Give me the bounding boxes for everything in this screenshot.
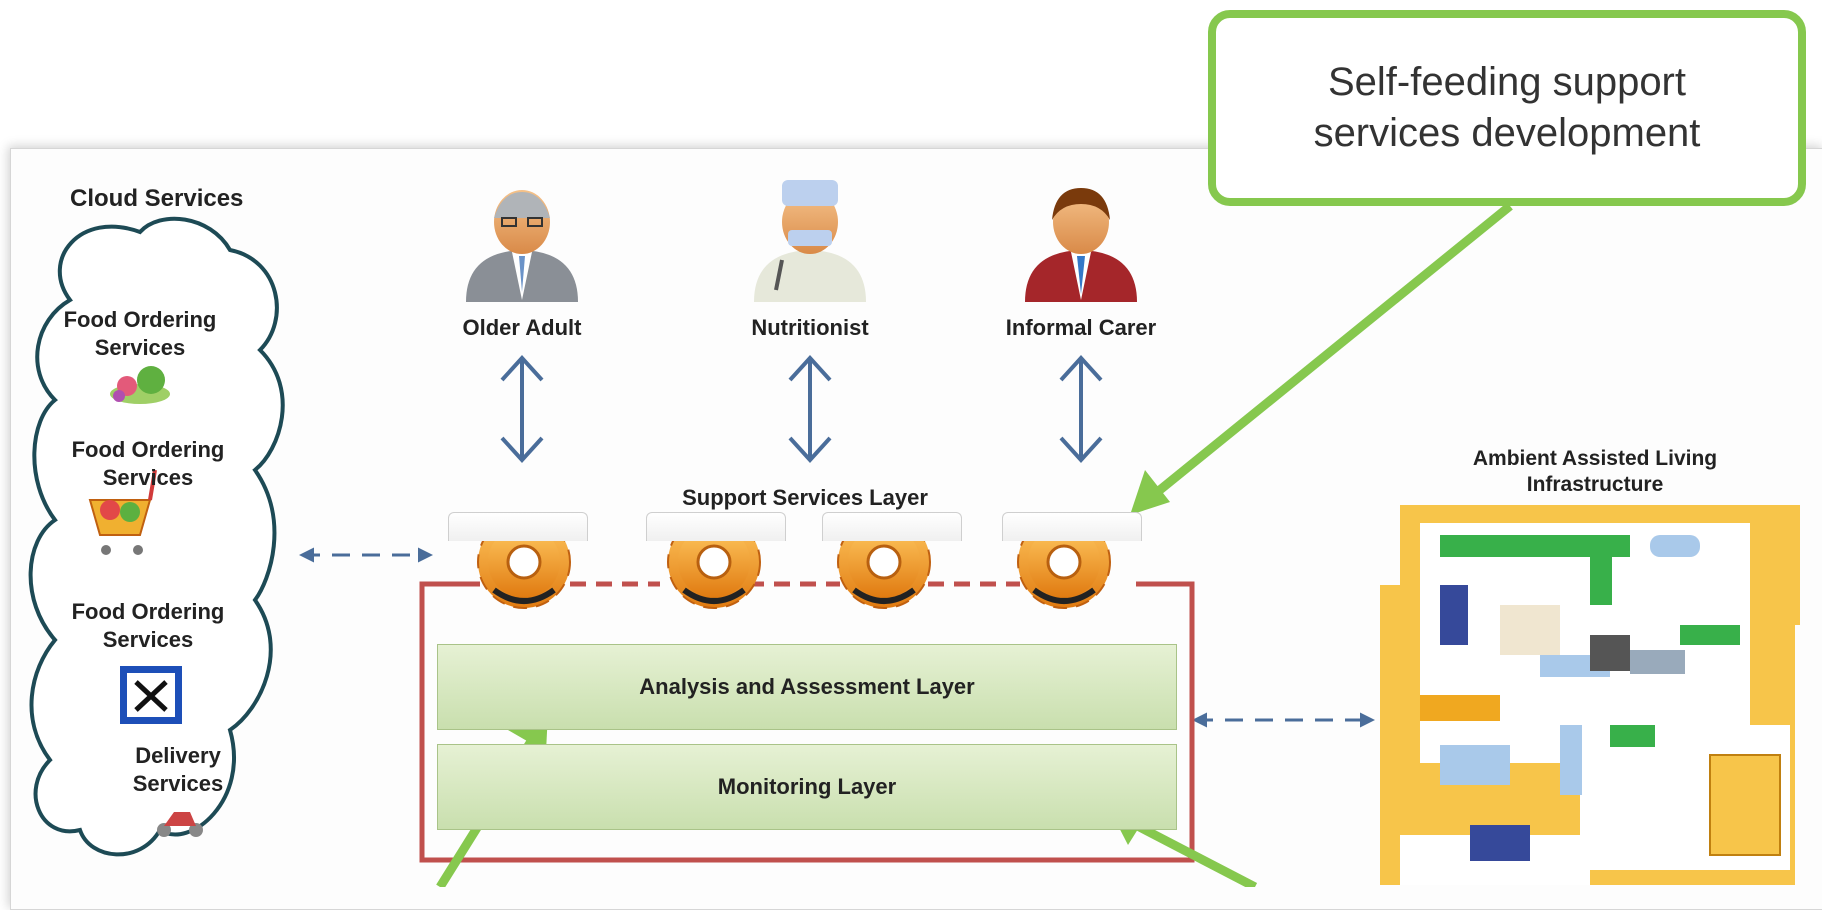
service-tab <box>822 512 962 541</box>
aal-title-line-2: Infrastructure <box>1526 473 1664 497</box>
aal-title: Ambient Assisted Living Infrastructure <box>1440 446 1750 499</box>
food-basket-icon <box>110 366 170 404</box>
cart-icon <box>88 469 157 555</box>
callout-arrow <box>1130 202 1513 515</box>
service-tab <box>448 512 588 541</box>
analysis-assessment-layer: Analysis and Assessment Layer <box>437 644 1177 730</box>
nutritionist-label: Nutritionist <box>751 315 869 340</box>
nutritionist-arrow <box>788 355 832 463</box>
self-feeding-callout: Self-feeding support services developmen… <box>1208 10 1806 206</box>
informal-carer-label: Informal Carer <box>1005 315 1157 340</box>
aal-title-line-1: Ambient Assisted Living <box>1472 447 1718 470</box>
analysis-layer-label: Analysis and Assessment Layer <box>639 674 975 699</box>
delivery-services-label: Delivery Services <box>132 743 224 796</box>
older-adult-icon <box>466 190 578 302</box>
service-tab <box>1002 512 1142 541</box>
food-ordering-label-3: Food Ordering Services <box>71 599 225 652</box>
floor-plan-icon <box>1380 505 1800 885</box>
food-ordering-label-2: Food Ordering Services <box>71 437 225 490</box>
service-tab <box>646 512 786 541</box>
food-ordering-label-1: Food Ordering Services <box>63 307 217 360</box>
cloud-shape <box>28 216 285 857</box>
older-adult-arrow <box>500 355 544 463</box>
monitoring-layer-label: Monitoring Layer <box>717 774 897 799</box>
monitoring-layer: Monitoring Layer <box>437 744 1177 830</box>
informal-carer-arrow <box>1059 355 1103 463</box>
scooter-icon <box>157 812 203 837</box>
older-adult-label: Older Adult <box>462 315 582 340</box>
callout-line-1: Self-feeding support <box>1327 59 1686 104</box>
cloud-services-title: Cloud Services <box>70 185 244 212</box>
cutlery-icon <box>120 666 182 724</box>
informal-carer-icon <box>1025 188 1137 302</box>
support-services-layer-label: Support Services Layer <box>682 485 928 510</box>
nutritionist-icon <box>754 180 866 302</box>
support-layer-frame <box>419 581 1195 863</box>
callout-line-2: services development <box>1313 111 1701 155</box>
diagram-canvas <box>28 180 1800 887</box>
